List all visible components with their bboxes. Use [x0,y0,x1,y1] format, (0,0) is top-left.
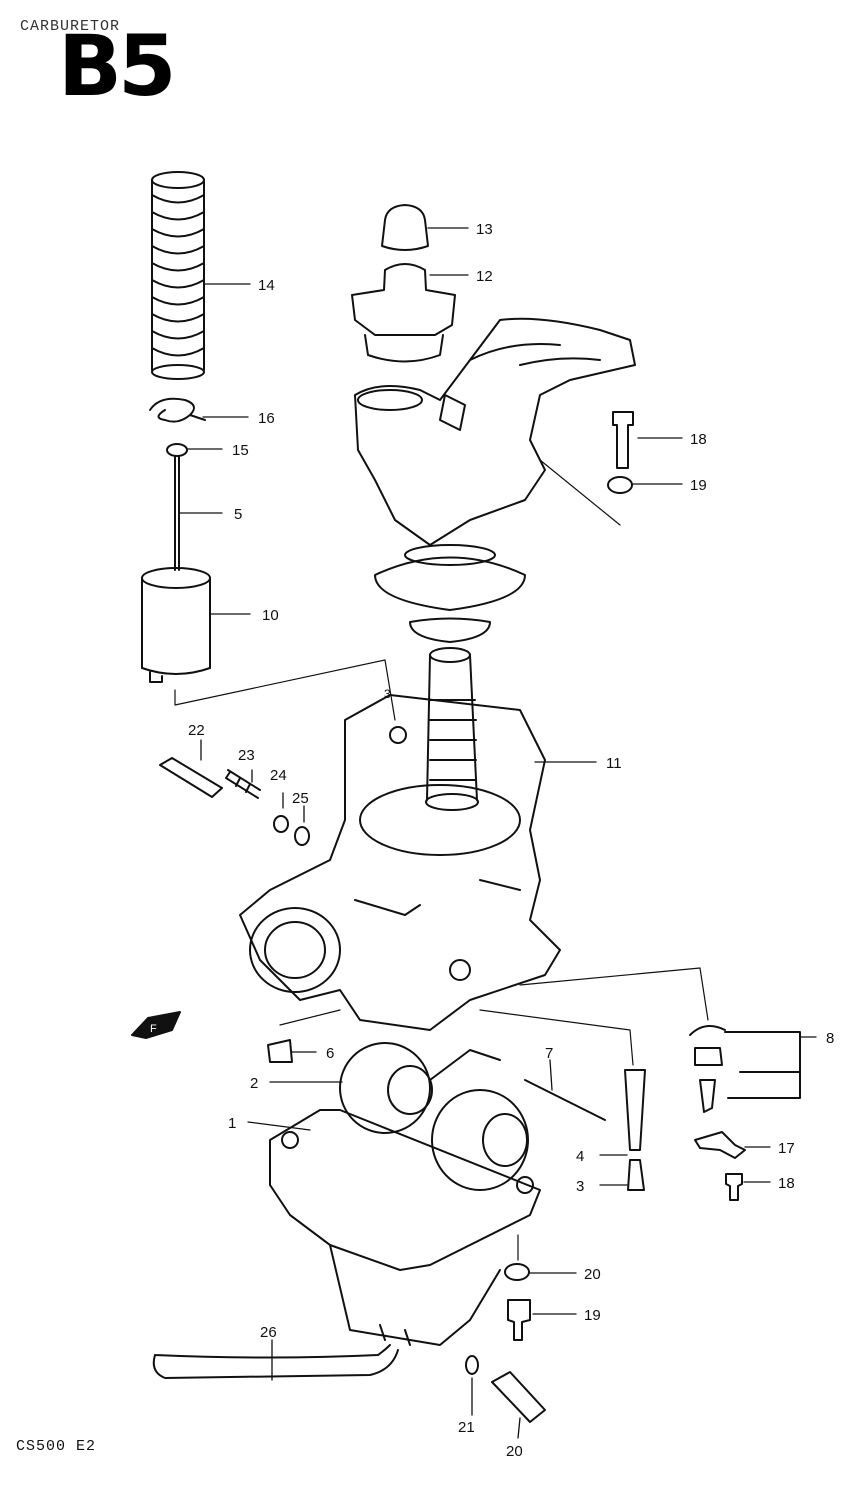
part-13-spring [151,171,205,380]
part-8-assembly [689,1025,801,1113]
part-14-ring [166,443,188,457]
part-18-screw-upper [612,411,634,469]
callout-14: 15 [232,442,249,459]
model-label: CS500 E2 [16,1438,97,1455]
callout-16: 17 [778,1140,795,1157]
callout-21: 21 [458,1419,475,1436]
front-direction-arrow [131,1011,181,1039]
part-12-cap [381,204,429,251]
guide-line-18-19 [539,459,621,526]
part-21-o-ring [465,1355,479,1375]
part-19-washer-lower [504,1263,530,1281]
part-7-pin [524,1079,606,1121]
callout-12: 13 [476,221,493,238]
callout-4: 4 [576,1148,584,1165]
diagram-header: CARBURETOR B5 [0,0,300,110]
part-18-screw-lower [507,1299,531,1341]
section-title: CARBURETOR [20,18,121,35]
callout-19-lower: 20 [584,1266,601,1283]
callout-7: 7 [545,1045,553,1062]
callout-11: 12 [476,268,493,285]
callout-18-lower: 19 [584,1307,601,1324]
callout-6: 6 [326,1045,334,1062]
callout-17: 18 [778,1175,795,1192]
callout-8: 8 [826,1030,834,1047]
piston-cylinder [425,647,479,811]
callout-3-upper: 3 [384,687,391,701]
part-6-fitting [267,1039,293,1063]
guide-line-9-to-body [174,659,396,721]
part-2-floats [339,1042,529,1191]
guide-line-6 [279,1009,341,1026]
part-1-float-chamber [269,1109,541,1346]
part-9-throttle-valve [141,567,211,683]
part-16-bracket [694,1131,746,1159]
callout-2: 2 [250,1075,258,1092]
callout-3: 3 [576,1178,584,1195]
pilot-screw-set [159,757,310,846]
part-4-needle-valve [624,1069,646,1191]
callout-10: 11 [606,755,622,772]
callout-23: 23 [238,747,255,764]
callout-22: 22 [188,722,205,739]
callout-15: 16 [258,410,275,427]
guide-line-4 [479,1009,634,1066]
guide-line-8 [519,967,709,1021]
callout-1: 1 [228,1115,236,1132]
callout-20: 20 [506,1443,523,1460]
part-26-hose [152,1344,399,1379]
callout-25: 25 [292,790,309,807]
part-5-needle [174,455,180,571]
callout-18-upper: 18 [690,431,707,448]
callout-5: 5 [234,506,242,523]
part-10-top-cover [354,317,636,546]
front-arrow-label: F [150,1023,157,1035]
section-code: B5 [58,17,177,115]
part-20-drain-screw [491,1371,546,1423]
callout-26: 26 [260,1324,277,1341]
part-17-screw [725,1173,743,1201]
callout-24: 24 [270,767,287,784]
callout-13: 14 [258,277,275,294]
callout-9: 10 [262,607,279,624]
carburetor-body [239,694,561,1031]
part-11-top-cap [351,263,456,363]
guide-line-1 [247,1121,311,1131]
callout-19-upper: 19 [690,477,707,494]
part-15-clip [149,397,206,423]
diaphragm [374,544,526,643]
part-19-washer-upper [607,476,633,494]
